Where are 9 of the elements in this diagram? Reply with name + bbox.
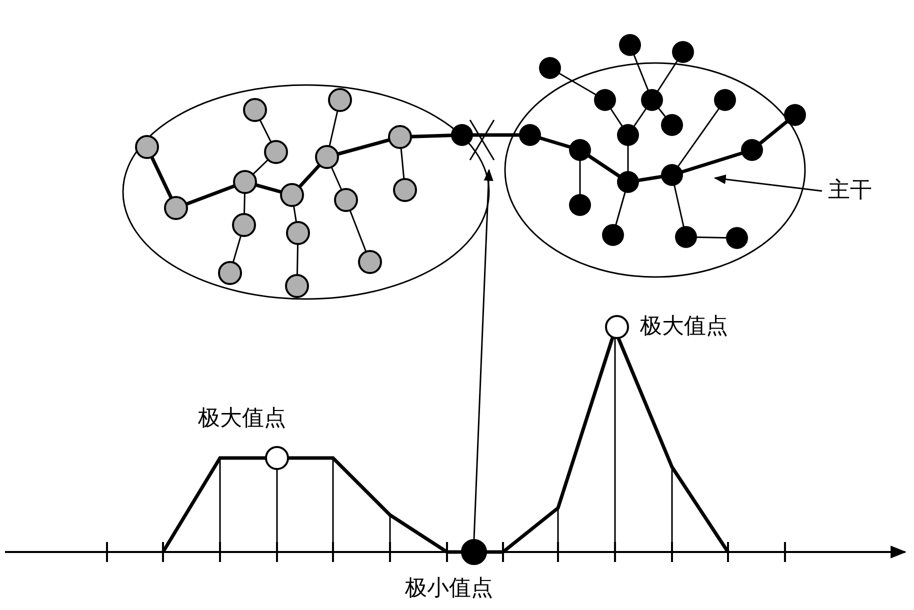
- maximum-point-marker: [605, 315, 629, 339]
- point-label: 极大值点: [198, 408, 286, 430]
- leader-arrow: [473, 168, 494, 540]
- point-label: 极小值点: [405, 578, 493, 600]
- leader-arrow: [714, 174, 822, 192]
- callout-label: 主干: [828, 180, 872, 202]
- point-label: 极大值点: [640, 316, 728, 338]
- maximum-point-marker: [265, 446, 289, 470]
- minimum-point-marker: [461, 539, 487, 565]
